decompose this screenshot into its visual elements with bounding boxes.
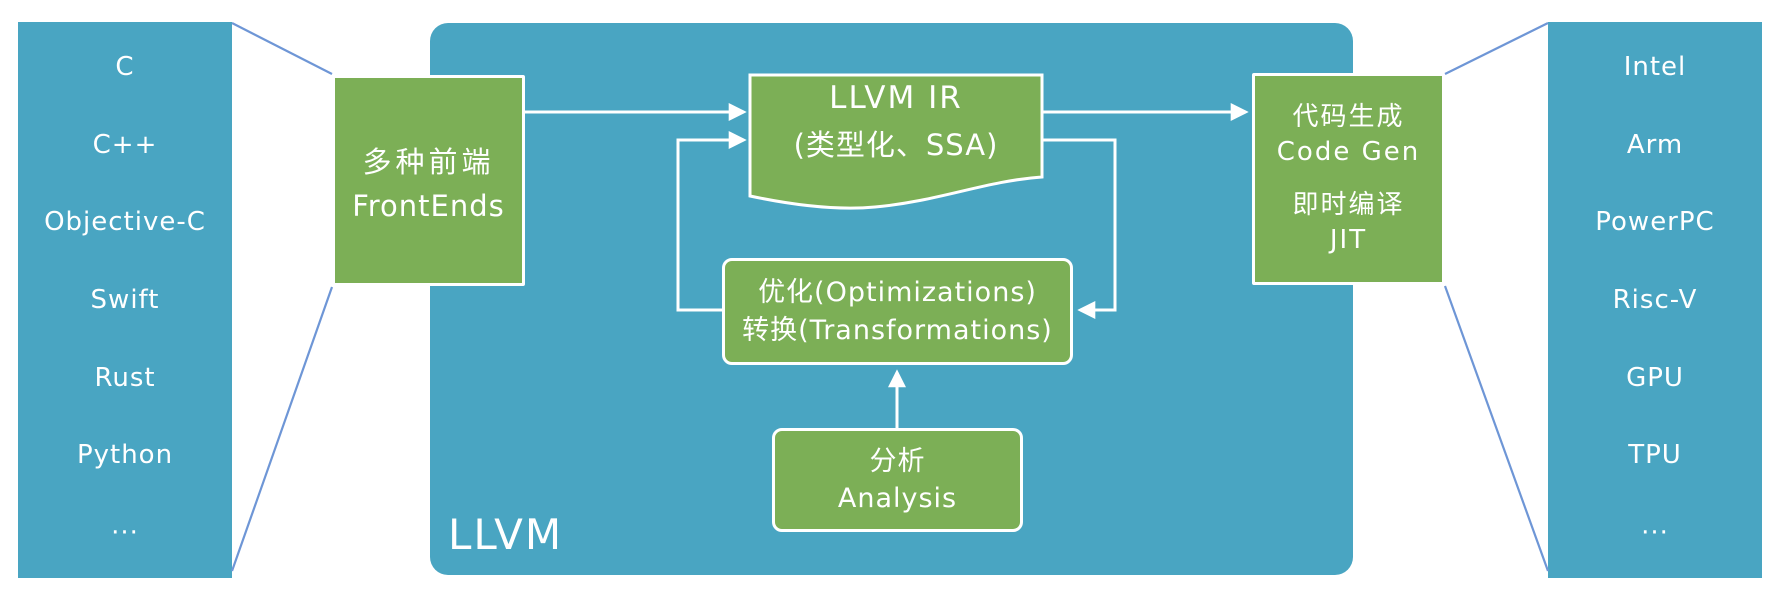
codegen-box: 代码生成 Code Gen 即时编译 JIT <box>1252 73 1445 285</box>
source-language-item: Objective-C <box>44 207 206 238</box>
target-platform-item: GPU <box>1626 362 1684 393</box>
jit-label-zh: 即时编译 <box>1292 190 1405 220</box>
source-language-item: C <box>115 51 135 82</box>
target-platform-item: TPU <box>1628 440 1682 471</box>
codegen-label-zh: 代码生成 <box>1292 102 1405 132</box>
optimizations-label: 优化(Optimizations) <box>758 276 1037 308</box>
source-language-item: Python <box>76 440 174 471</box>
target-platform-item: Arm <box>1626 129 1684 160</box>
fanout-right-bottom-line <box>1443 285 1550 572</box>
analysis-label-zh: 分析 <box>869 446 926 477</box>
target-platform-item: PowerPC <box>1595 207 1715 238</box>
frontends-box: 多种前端 FrontEnds <box>332 75 525 286</box>
source-language-item: C++ <box>92 129 158 160</box>
analysis-label-en: Analysis <box>837 483 958 514</box>
fanout-left-top-line <box>231 22 333 75</box>
target-platform-item: Risc-V <box>1612 284 1698 315</box>
optimizations-box: 优化(Optimizations) 转换(Transformations) <box>722 258 1073 365</box>
source-language-item: Swift <box>90 284 160 315</box>
jit-label-en: JIT <box>1329 225 1368 255</box>
analysis-box: 分析 Analysis <box>772 428 1023 532</box>
fanout-left-bottom-line <box>230 286 334 572</box>
frontends-label-en: FrontEnds <box>352 188 505 223</box>
target-platform-item: ··· <box>1641 518 1669 549</box>
fanout-right-top-line <box>1444 22 1549 75</box>
source-language-item: ··· <box>111 518 139 549</box>
source-language-item: Rust <box>94 362 156 393</box>
transformations-label: 转换(Transformations) <box>742 314 1053 346</box>
target-platform-item: Intel <box>1623 51 1687 82</box>
llvm-container-label: LLVM <box>448 510 564 559</box>
frontends-label-zh: 多种前端 <box>362 144 495 179</box>
codegen-label-en: Code Gen <box>1276 137 1421 167</box>
